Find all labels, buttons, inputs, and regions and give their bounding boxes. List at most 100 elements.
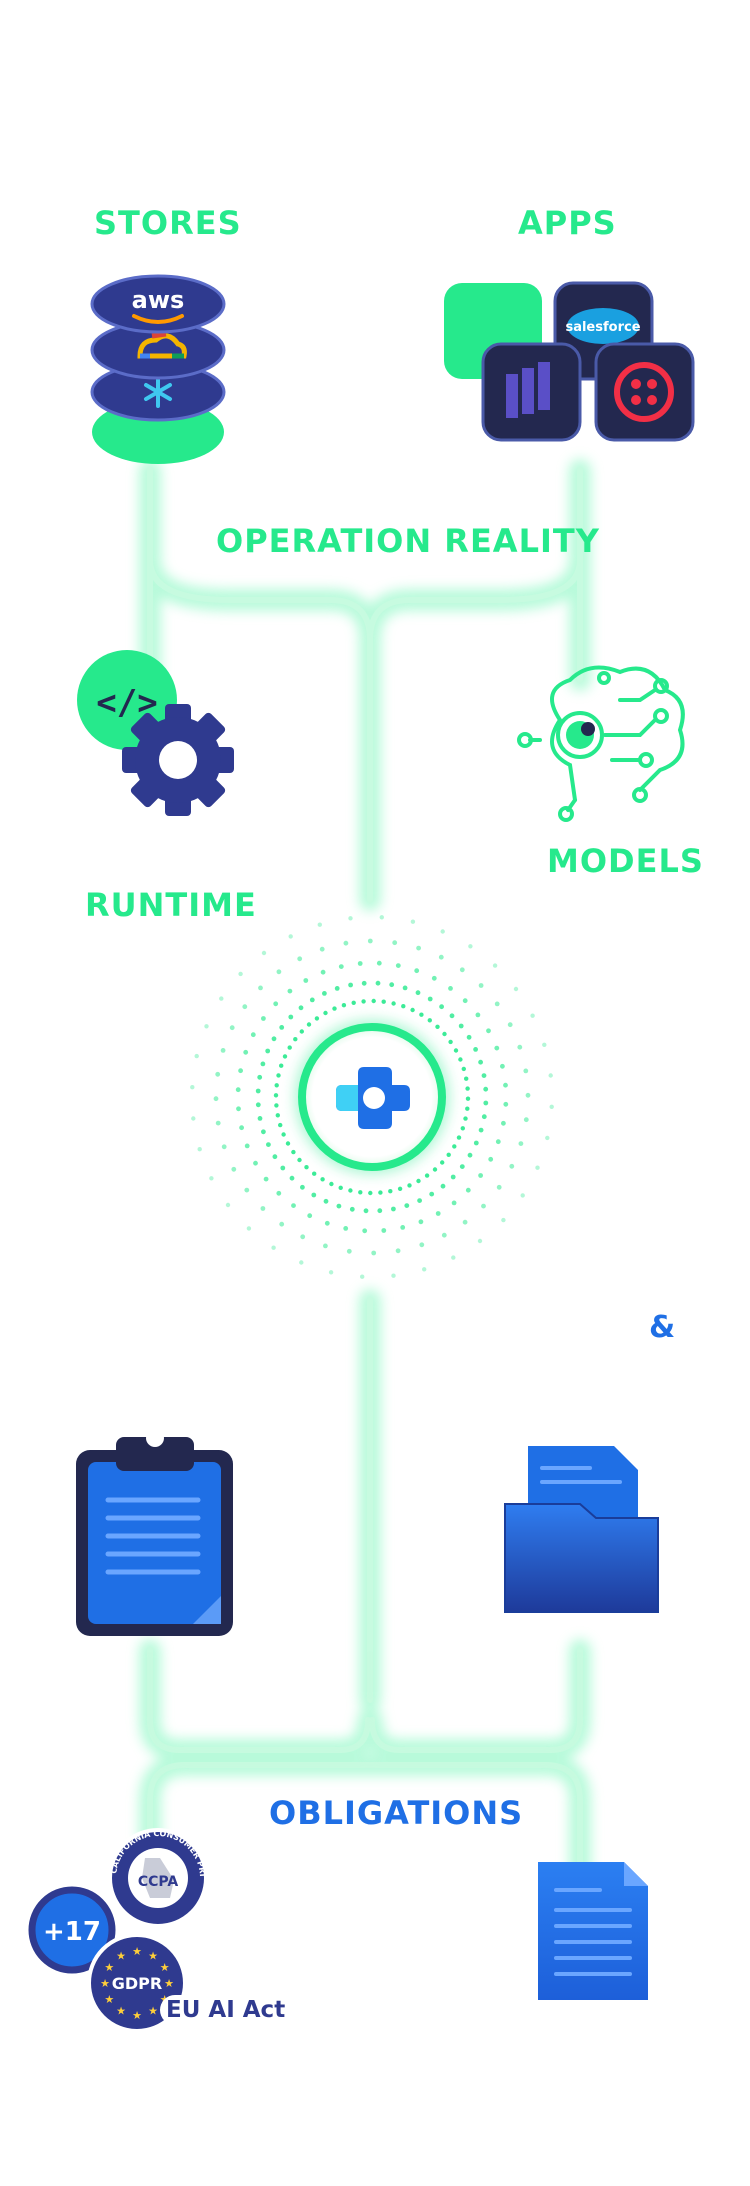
halo-dot [349,1206,355,1212]
halo-dot [255,1102,261,1108]
halo-dot [517,1044,523,1050]
halo-dot [258,985,263,991]
halo-dot [375,980,381,986]
halo-dot [291,1149,296,1155]
halo-dot [191,1116,196,1121]
halo-dot [357,961,363,966]
halo-dot [271,1245,276,1250]
halo-dot [453,1048,459,1053]
halo-dot [458,1023,464,1029]
halo-dot [392,940,398,946]
folder-icon [504,1446,659,1613]
aws-logo: aws [132,286,185,314]
salesforce-logo: salesforce [565,308,641,344]
halo-dot [346,1248,352,1254]
halo-dot [238,1068,244,1074]
obligations-label: OBLIGATIONS [269,1794,524,1832]
halo-dot [246,1226,252,1231]
database-stack-icon: aws [90,274,226,464]
halo-dot [274,1103,279,1108]
brain-circuit-icon [517,665,685,822]
halo-dot [467,1152,473,1158]
gdpr-star: ★ [132,2009,142,2022]
halo-dot [462,1219,468,1225]
halo-dot [442,1031,447,1037]
halo-dot [458,1057,463,1062]
halo-dot [481,1073,487,1078]
halo-dot [367,938,373,944]
halo-dot [287,1045,292,1050]
halo-dot [438,954,444,960]
halo-dot [477,1238,483,1244]
code-gear-icon: </> [77,650,234,816]
document-icon [538,1862,648,2000]
halo-dot [332,1006,337,1011]
halo-dot [312,1171,317,1176]
halo-dot [419,1242,425,1248]
halo-dot [271,1036,277,1042]
halo-dot [229,1025,235,1031]
halo-dot [279,1221,285,1227]
halo-dot [285,1141,291,1146]
halo-dot [231,1166,237,1172]
halo-dot [244,1187,250,1193]
gdpr-star: ★ [132,1945,142,1958]
halo-dot [377,1208,383,1214]
halo-dot [194,1053,199,1059]
halo-dot [190,1085,195,1090]
ccpa-text: CCPA [138,1874,179,1890]
halo-dot [197,1147,202,1152]
runtime-label: RUNTIME [85,886,257,924]
halo-dot [272,1154,278,1160]
clipboard-icon [76,1429,233,1636]
halo-dot [299,1029,304,1034]
halo-dot [276,1073,281,1078]
halo-dot [460,1126,465,1131]
halo-dot [379,915,384,920]
halo-dot [548,1073,553,1078]
halo-dot [368,1190,373,1196]
halo-dot [381,999,386,1004]
halo-dot [307,1213,313,1219]
halo-dot [418,1219,424,1225]
halo-dot [465,1086,470,1091]
halo-dot [215,1071,221,1077]
halo-dot [507,1022,513,1028]
halo-dot [253,1160,258,1166]
svg-text:GDPR: GDPR [112,1974,162,1993]
halo-dot [244,1143,250,1149]
halo-dot [261,1016,266,1021]
gdpr-star: ★ [104,1961,114,1974]
halo-dot [461,1066,466,1072]
halo-dot [334,986,340,991]
halo-dot [391,1001,396,1006]
halo-dot [320,969,326,975]
halo-dot [478,1127,484,1133]
ampersand-label: & [649,1310,676,1345]
halo-dot [303,978,309,983]
halo-dot [328,1270,334,1275]
hub-logo-icon [294,1019,450,1175]
halo-dot [341,1003,347,1008]
halo-dot [440,1183,446,1189]
halo-dot [481,1114,487,1120]
halo-dot [395,1248,401,1254]
halo-dot [410,919,416,924]
halo-dot [416,945,421,951]
halo-dot [381,1228,387,1233]
halo-dot [503,1082,508,1088]
halo-dot [304,1165,309,1170]
halo-dot [465,1187,471,1193]
halo-dot [255,1088,261,1094]
halo-dot [293,1037,298,1042]
halo-dot [323,1198,329,1204]
halo-dot [323,1010,328,1016]
halo-dot [416,1178,421,1184]
halo-dot [289,1175,295,1181]
plus-count-badge: +17 [28,1886,116,1974]
gdpr-star: ★ [104,1993,114,2006]
halo-dot [338,1185,343,1191]
halo-dot [397,1186,403,1192]
halo-dot [452,1144,457,1149]
